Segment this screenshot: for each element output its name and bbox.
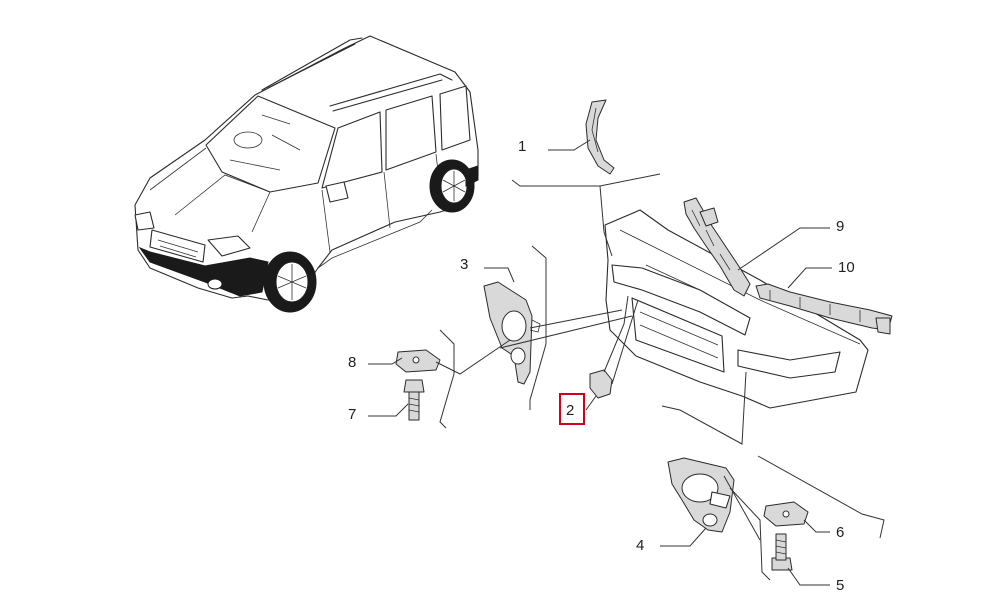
callout-7[interactable]: 7 xyxy=(348,403,409,423)
callout-label-5: 5 xyxy=(836,577,844,594)
callout-9[interactable]: 9 xyxy=(737,218,844,271)
front-bumper-assembly xyxy=(604,209,869,409)
callout-5[interactable]: 5 xyxy=(787,567,844,594)
car-front-wheel xyxy=(263,251,317,313)
part-9-reinforcement-beam xyxy=(683,197,751,297)
part-6-clip-nut-right xyxy=(763,501,809,527)
callout-2[interactable]: 2 xyxy=(559,393,597,425)
callout-4[interactable]: 4 xyxy=(636,527,707,554)
callout-2-highlight-box xyxy=(559,393,585,425)
part-3-fog-lamp-bracket-left xyxy=(483,281,541,385)
part-8-clip-nut-left xyxy=(395,349,441,373)
callout-1[interactable]: 1 xyxy=(518,138,591,155)
callout-label-4: 4 xyxy=(636,537,644,554)
callout-label-2: 2 xyxy=(566,402,574,419)
part-5-bolt-right xyxy=(771,533,793,571)
callout-6[interactable]: 6 xyxy=(803,519,844,541)
part-2-cover-cap xyxy=(589,369,613,399)
car-rear-wheel xyxy=(429,159,475,213)
callout-label-6: 6 xyxy=(836,524,844,541)
callout-label-9: 9 xyxy=(836,218,844,235)
part-1-corner-trim xyxy=(585,99,615,175)
callout-label-7: 7 xyxy=(348,406,356,423)
callout-3[interactable]: 3 xyxy=(460,256,515,283)
callout-8[interactable]: 8 xyxy=(348,354,403,371)
callout-label-8: 8 xyxy=(348,354,356,371)
part-10-absorber-bracket xyxy=(755,283,893,335)
callout-label-3: 3 xyxy=(460,256,468,273)
callout-10[interactable]: 10 xyxy=(787,259,855,289)
callouts: 1 2 3 4 5 6 7 8 xyxy=(348,138,855,594)
callout-label-1: 1 xyxy=(518,138,526,155)
callout-label-10: 10 xyxy=(838,259,855,276)
car-illustration xyxy=(134,35,479,313)
assembly-guide-lines xyxy=(435,173,885,581)
part-4-fog-lamp-bracket-right xyxy=(667,457,735,533)
part-7-bolt-left xyxy=(403,379,425,421)
